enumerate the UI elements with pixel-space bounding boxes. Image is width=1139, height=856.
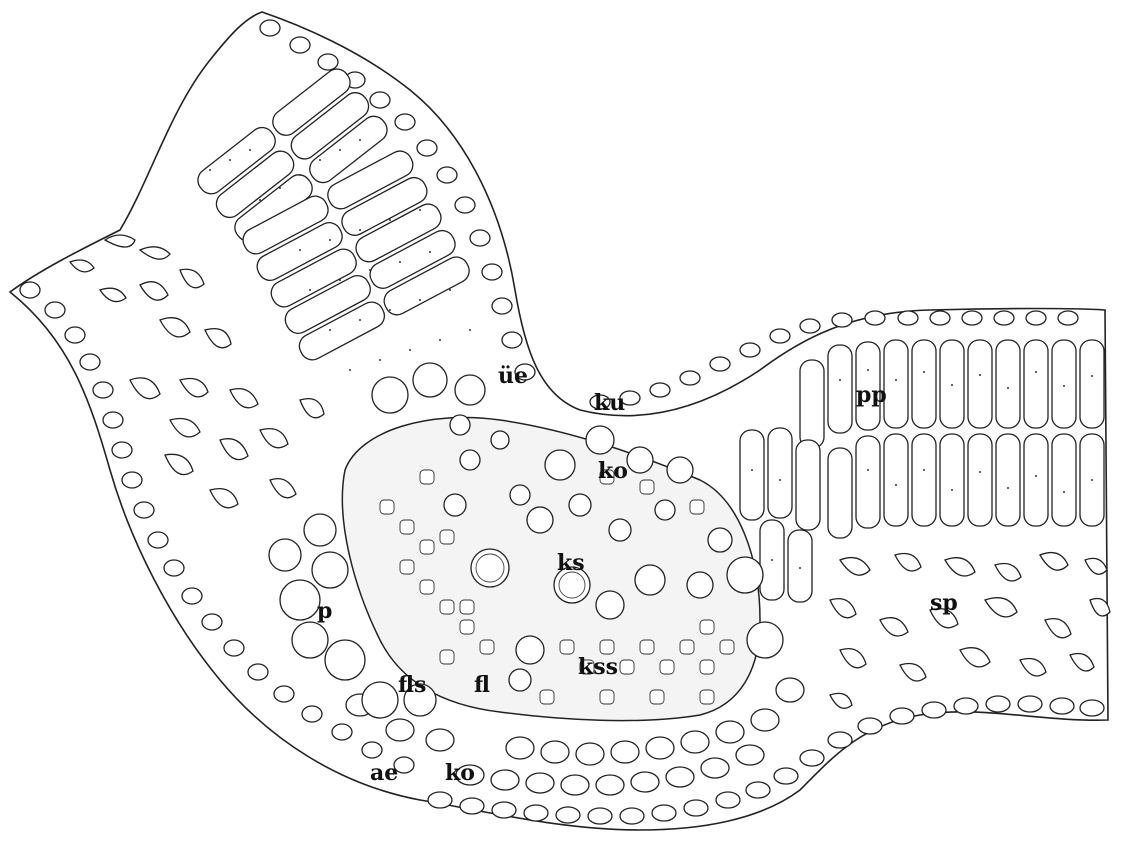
- label-ue: üe: [498, 363, 528, 389]
- label-pp: pp: [856, 382, 887, 408]
- label-ae: ae: [370, 760, 398, 786]
- label-fl: fl: [474, 672, 490, 698]
- label-ko-upper: ko: [598, 458, 628, 484]
- label-ko-lower: ko: [445, 760, 475, 786]
- label-ku: ku: [594, 390, 625, 416]
- label-p: p: [317, 598, 332, 624]
- label-fls: fls: [398, 672, 426, 698]
- label-ks: ks: [557, 550, 585, 576]
- label-sp: sp: [930, 590, 958, 616]
- label-kss: kss: [578, 654, 618, 680]
